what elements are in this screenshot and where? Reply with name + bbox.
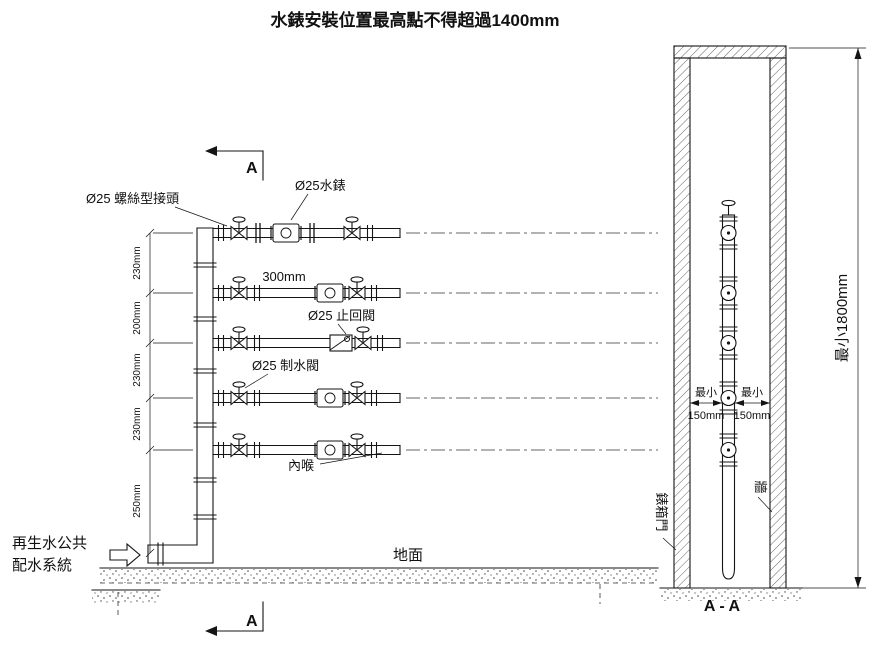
gate-valve-icon	[230, 381, 248, 406]
riser-pipe	[147, 227, 217, 566]
meter-box-door-label: 錶箱門	[654, 492, 669, 531]
water-meter-icon	[314, 283, 346, 303]
coupling-icon	[217, 334, 225, 352]
coupling-icon	[253, 441, 261, 459]
supply-system-label-line1: 再生水公共	[12, 535, 87, 552]
box-top	[673, 45, 787, 59]
control-valve-label: Ø25 制水閥	[252, 358, 319, 373]
spacing-300-label: 300mm	[262, 269, 305, 284]
section-arrow-bottom-icon	[205, 626, 217, 636]
page-title: 水錶安裝位置最高點不得超過1400mm	[270, 10, 559, 30]
ground	[91, 567, 659, 616]
min-left-value: 150mm	[688, 410, 725, 422]
supply-arrow-icon	[109, 542, 141, 568]
gate-valve-icon	[343, 216, 361, 241]
gate-valve-icon	[230, 433, 248, 458]
min-height-label: 最小1800mm	[834, 274, 851, 362]
water-meter-icon	[314, 388, 346, 408]
wall-label: 牆	[753, 480, 768, 493]
gate-valve-icon	[230, 276, 248, 301]
min-right-label: 最小	[741, 386, 763, 399]
callout-labels: Ø25 螺絲型接頭 Ø25水錶 300mm Ø25 止回閥 Ø25 制水閥 內喉…	[12, 178, 423, 574]
gate-valve-icon	[348, 433, 366, 458]
coupling-icon	[370, 389, 378, 407]
branch-row-5	[212, 433, 658, 460]
section-marker-bottom: A	[205, 601, 264, 636]
handwheel-icon	[721, 199, 736, 207]
section-marker-top-label: A	[246, 160, 258, 177]
water-meter-icon	[314, 440, 346, 460]
elevation-view: 230mm 200mm 230mm 230mm 250mm Ø25 螺絲型接頭 …	[12, 146, 659, 636]
union-flange-icon	[255, 222, 261, 244]
check-valve-label: Ø25 止回閥	[308, 308, 375, 323]
screw-joint-label: Ø25 螺絲型接頭	[86, 191, 179, 206]
gate-valve-icon	[354, 326, 372, 351]
dim-label-4: 230mm	[132, 407, 143, 440]
coupling-icon	[217, 284, 225, 302]
branch-row-4	[212, 381, 658, 408]
check-valve-icon	[329, 334, 353, 352]
gate-valve-icon	[230, 216, 248, 241]
coupling-icon	[217, 441, 225, 459]
supply-system-label-line2: 配水系統	[12, 557, 72, 574]
height-dimension: 最小1800mm	[789, 47, 866, 589]
coupling-icon	[217, 389, 225, 407]
water-meter-label: Ø25水錶	[295, 178, 346, 193]
min-right-value: 150mm	[734, 410, 771, 422]
branch-row-3	[212, 326, 658, 352]
dim-label-2: 200mm	[132, 301, 143, 334]
coupling-icon	[370, 284, 378, 302]
coupling-icon	[370, 441, 378, 459]
dim-label-1: 230mm	[132, 246, 143, 279]
section-riser-pipe	[718, 199, 739, 580]
box-left-wall	[673, 57, 691, 589]
section-marker-top: A	[205, 146, 264, 181]
section-ground	[659, 587, 803, 601]
inner-throat-label: 內喉	[288, 458, 314, 473]
section-view: 最小 150mm 最小 150mm 最小1800mm 錶箱門 牆 A - A	[654, 45, 866, 615]
min-left-label: 最小	[695, 386, 717, 399]
section-title: A - A	[704, 598, 741, 615]
gate-valve-icon	[348, 381, 366, 406]
coupling-icon	[253, 284, 261, 302]
box-right-wall	[769, 57, 787, 589]
dim-label-3: 230mm	[132, 353, 143, 386]
coupling-icon	[253, 389, 261, 407]
gate-valve-icon	[348, 276, 366, 301]
section-marker-bottom-label: A	[246, 613, 258, 630]
coupling-icon	[217, 224, 225, 242]
coupling-icon	[253, 334, 261, 352]
water-meter-icon	[270, 223, 302, 243]
branch-row-2	[212, 276, 658, 303]
coupling-icon	[366, 224, 374, 242]
ground-label: 地面	[393, 547, 423, 564]
coupling-icon	[376, 334, 384, 352]
dim-label-5: 250mm	[132, 484, 143, 517]
gate-valve-icon	[230, 326, 248, 351]
dimension-chain: 230mm 200mm 230mm 230mm 250mm	[132, 228, 193, 558]
branch-row-1	[212, 216, 658, 244]
union-flange-icon	[309, 222, 315, 244]
clearance-dimensions: 最小 150mm 最小 150mm	[688, 386, 771, 422]
section-arrow-top-icon	[205, 146, 217, 156]
